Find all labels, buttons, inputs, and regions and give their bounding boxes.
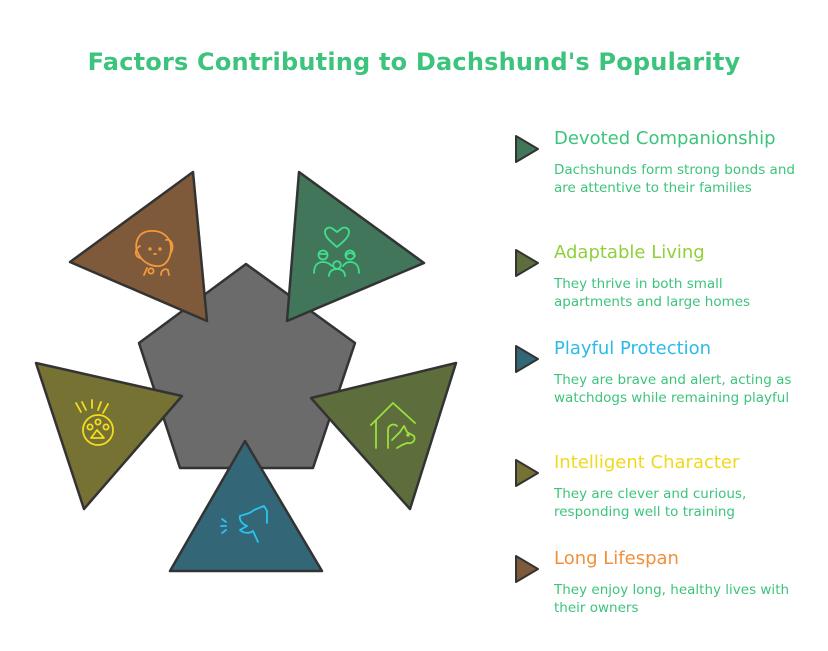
shining-paw-icon bbox=[75, 399, 114, 446]
factor-triangle-playful-protection bbox=[168, 439, 324, 573]
factor-triangle-devoted-companionship bbox=[285, 170, 426, 323]
barking-dog-icon bbox=[220, 505, 268, 543]
triangle-marker-icon bbox=[515, 555, 539, 583]
factor-description: They enjoy long, healthy lives with thei… bbox=[554, 582, 790, 616]
factor-label: Long Lifespan bbox=[554, 548, 679, 569]
factor-label: Playful Protection bbox=[554, 338, 712, 359]
factor-triangle-long-lifespan bbox=[68, 170, 209, 323]
factor-label: Intelligent Character bbox=[554, 452, 740, 473]
triangle-marker-icon bbox=[515, 249, 539, 277]
factor-label: Adaptable Living bbox=[554, 242, 705, 263]
factor-label: Devoted Companionship bbox=[554, 128, 776, 149]
factor-description: They are clever and curious, responding … bbox=[554, 486, 747, 520]
triangle-marker-icon bbox=[515, 345, 539, 373]
dog-house-icon bbox=[370, 402, 416, 449]
factor-description: They thrive in both small apartments and… bbox=[554, 276, 751, 310]
dog-face-icon bbox=[134, 230, 174, 276]
diagram-title: Factors Contributing to Dachshund's Popu… bbox=[87, 48, 741, 76]
factor-description: Dachshunds form strong bonds and are att… bbox=[554, 162, 795, 196]
factor-triangle-intelligent-character bbox=[34, 361, 184, 511]
triangle-marker-icon bbox=[515, 135, 539, 163]
factor-description: They are brave and alert, acting as watc… bbox=[554, 372, 792, 406]
factor-triangle-adaptable-living bbox=[309, 361, 458, 511]
triangle-marker-icon bbox=[515, 459, 539, 487]
diagram-graphic bbox=[34, 170, 458, 573]
family-heart-icon bbox=[313, 226, 360, 277]
